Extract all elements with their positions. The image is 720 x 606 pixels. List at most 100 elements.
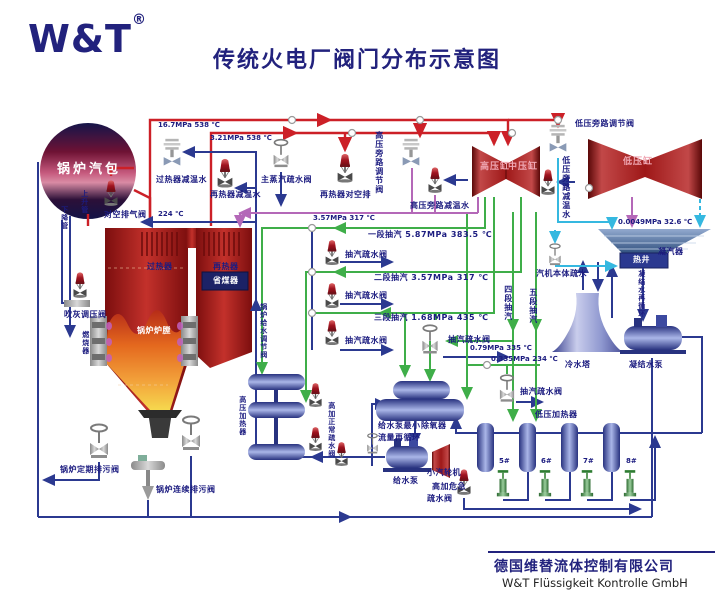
lp-bypass-label: 低压旁路调节阀 [575,119,635,128]
hp-heaters-label: 高压加热器 [238,396,247,436]
extraction1-label: 一段抽汽 5.87MPa 383.5 ℃ [368,230,493,239]
lp-drain-valve7-icon [580,470,594,497]
heater8-label: 8# [626,457,637,465]
burner-label: 燃烧器 [81,331,90,355]
lp-heater-bank [477,423,620,472]
hotwell-label: 热井 [633,255,650,264]
min-flow-label-1: 给水泵最小 [378,421,421,430]
hp-drain3-valve-icon [334,441,349,467]
condensate-pump-label: 凝结水泵 [629,360,663,369]
extraction4-label: 四段抽汽 [503,285,513,321]
rh-spray-valve-icon [217,158,233,188]
extraction-trap5-valve-icon [499,374,515,403]
sh-spray-valve-icon [163,138,181,166]
hp-bypass-spray-valve-icon [428,166,442,194]
lp-drain-valve8-icon [623,470,637,497]
condenser [598,229,711,269]
sootblow-label: 吹灰调压阀 [64,310,107,319]
riser-label: 上升管 [80,190,89,214]
ip-cylinder-label: 中压缸 [508,162,539,172]
extraction2-label: 二段抽汽 3.57MPa 317 ℃ [374,273,489,282]
rh-vent-label: 再热器对空排 [320,190,371,199]
superheater-label: 过热器 [147,262,173,271]
extraction3-label: 三段抽汽 1.68MPa 435 ℃ [374,313,489,322]
fw-control-label: 锅炉给水调节阀 [259,303,268,359]
vent-valve-label: 对空排气阀 [104,210,147,219]
lp-bypass-valve-icon [549,124,567,152]
hp-emergency-label-1: 高加危急 [432,482,466,491]
bypass-pipes-magenta [234,168,638,228]
burner-boxes [90,316,198,366]
main-steam-trap-valve-icon [272,138,290,168]
main-steam-trap-label: 主蒸汽疏水阀 [261,175,312,184]
economizer-label: 省煤器 [213,276,239,285]
turbine-body-drain-label: 汽机本体疏水 [536,269,587,278]
sootblow-header [64,300,90,307]
trap4-label: 抽汽疏水阀 [448,335,491,344]
company-name-cn: 德国维替流体控制有限公司 [494,559,674,575]
cooling-tower [552,293,623,352]
feedwater-pump [383,437,431,472]
furnace-label: 锅炉炉膛 [137,326,171,335]
hp-bypass-valve-icon [402,138,420,166]
deaerator [376,381,464,421]
footer-divider [488,551,715,553]
trap5-label: 抽汽疏水阀 [520,387,563,396]
lp-cylinder-label: 低压缸 [623,157,654,167]
reheater-label: 再热器 [213,262,239,271]
boiler [90,228,252,438]
blowdown2-valve-icon [180,415,202,452]
aux-turbine-label: 小汽轮机 [427,468,461,477]
page-title: 传统火电厂阀门分布示意图 [213,48,502,73]
condensate-pump [620,315,686,354]
min-flow-label-2: 流量再循环 [378,433,421,442]
condenser-label: 凝汽器 [658,247,684,256]
extraction-trap2-valve-icon [325,282,339,308]
lp-drain-valve5-icon [496,470,510,497]
hp-bypass-label: 高压旁路调节阀 [374,131,384,194]
continuous-blowdown-device [131,455,165,500]
heater5-label: 5# [499,457,510,465]
extraction-trap3-valve-icon [325,319,339,345]
periodic-blowdown-valve-icon [88,423,110,460]
extraction-pipes-green [256,197,542,422]
lp-bypass-spray-valve-icon [541,168,555,196]
hp-heater-bank [248,374,305,460]
continuous-blowdown-label: 锅炉连续排污阀 [156,485,216,494]
hp-ip-turbine [472,146,540,197]
registered-mark-icon: ® [131,12,147,28]
rh-vent-valve-icon [337,153,353,183]
rh-spray-label: 再热器减温水 [210,190,261,199]
hp-bypass-spray-label: 高压旁路减温水 [410,201,470,210]
turbine-body-drain-valve-icon [548,243,562,266]
heater7-label: 7# [583,457,594,465]
sh-spray-label: 过热器减温水 [156,175,207,184]
exhaust-param: 0.0049MPa 32.6 ℃ [618,218,693,226]
trap2-label: 抽汽疏水阀 [345,291,388,300]
steam-pipes-red [86,112,566,226]
hp-drain2-valve-icon [308,426,323,452]
trap1-label: 抽汽疏水阀 [345,250,388,259]
lp-turbine [588,139,702,199]
ext4-param: 0.79MPa 335 ℃ [470,344,532,352]
lp-heaters-label: 低压加热器 [535,410,578,419]
hp-heater-drain-label: 高加正常疏水阀 [327,402,336,458]
aux-steam-turbine [432,444,450,478]
ext5-param: 0.335MPa 234 ℃ [491,355,558,363]
heater6-label: 6# [541,457,552,465]
lp-bypass-spray-label: 低压旁路减温水 [561,156,571,219]
lp-drain-valve6-icon [538,470,552,497]
deaerator-label: 除氧器 [421,421,447,430]
extraction-trap1-valve-icon [325,239,339,265]
downcomer-label: 下降管 [60,206,69,230]
wt-logo: W&T® [28,12,147,61]
pipe-junctions [287,115,594,370]
hp-drain1-valve-icon [308,382,323,408]
cold-reheat-param: 3.57MPa 317 ℃ [313,214,375,222]
extraction5-label: 五段抽汽 [528,288,538,324]
reheat-steam-param: 3.21MPa 538 ℃ [210,134,272,142]
main-steam-param: 16.7MPa 538 ℃ [158,121,220,129]
trap3-label: 抽汽疏水阀 [345,336,388,345]
